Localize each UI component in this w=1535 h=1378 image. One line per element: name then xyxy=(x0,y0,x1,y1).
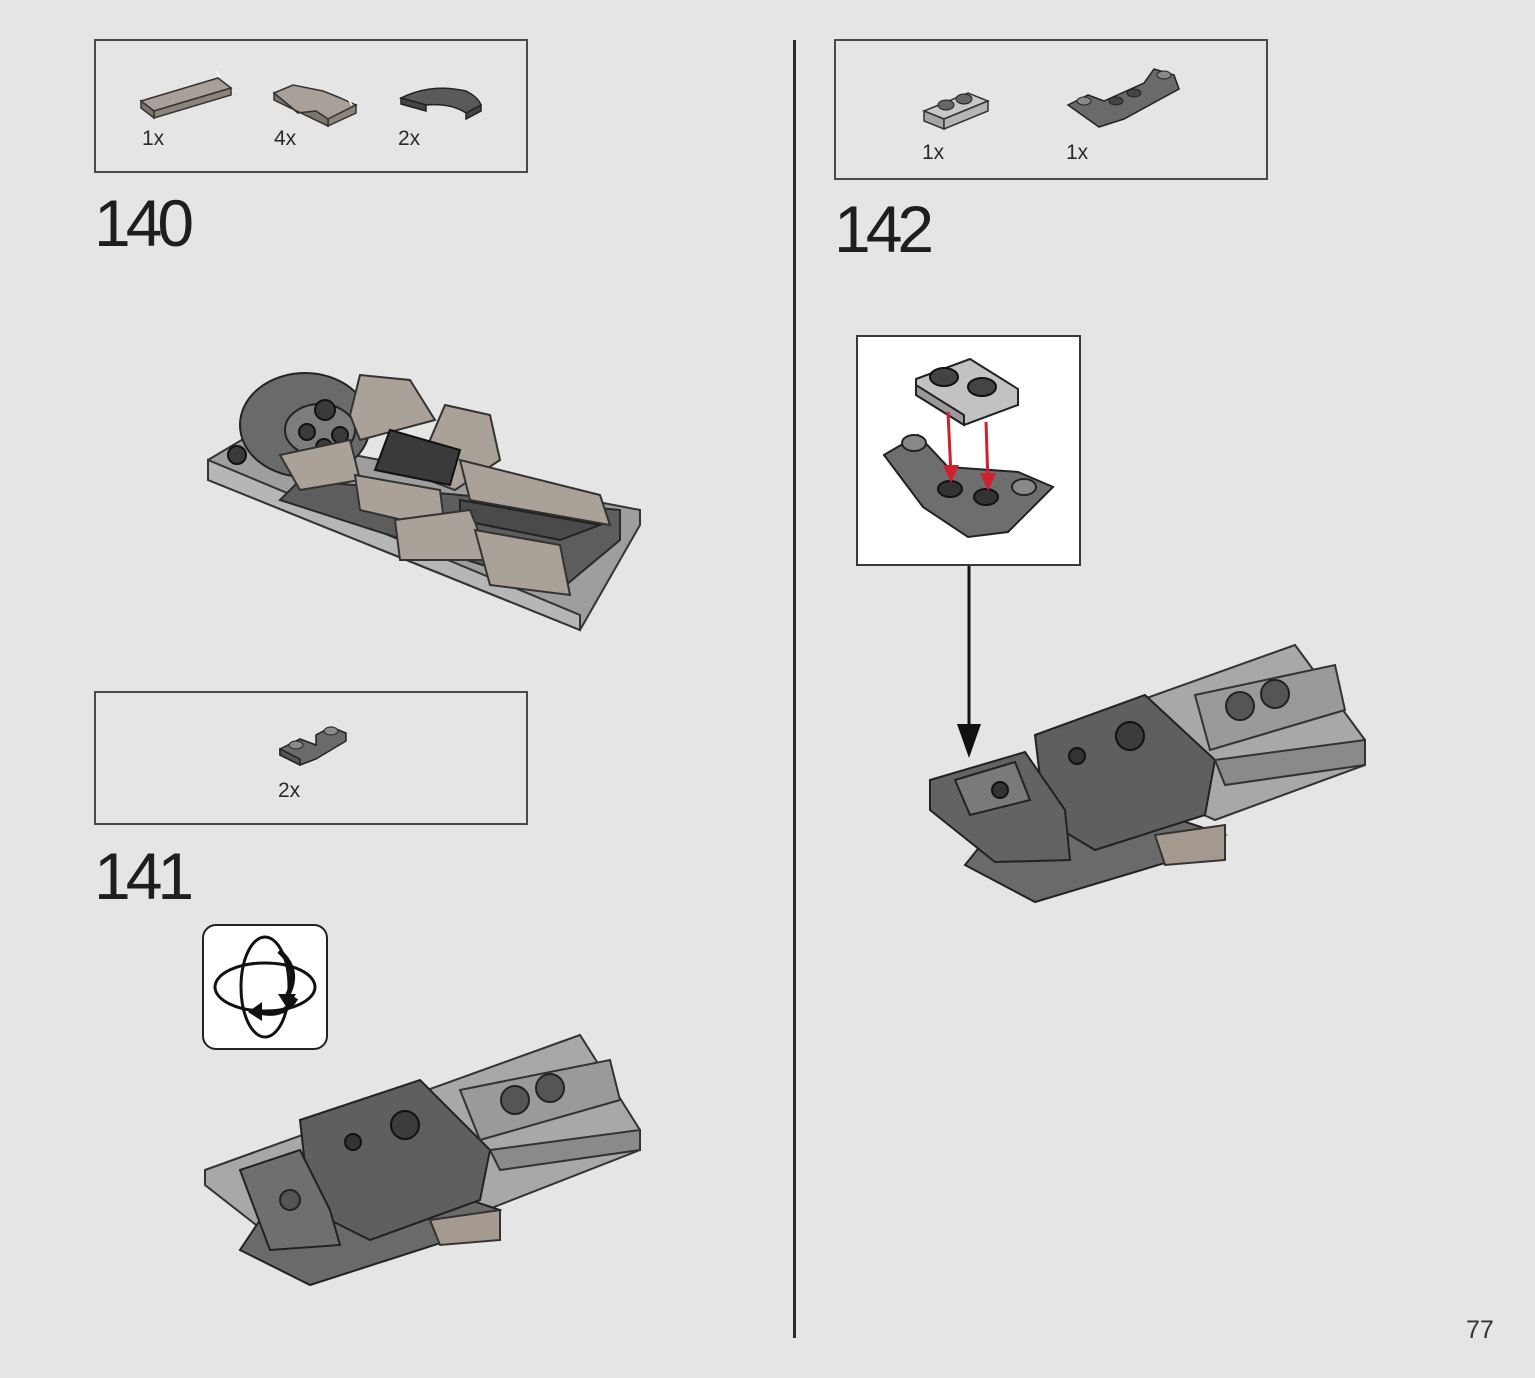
step-142-model-illustration xyxy=(929,643,1366,904)
parts-list-step-141: 2x xyxy=(94,691,528,825)
quantity-label: 4x xyxy=(274,127,297,150)
curved-tile-dark-gray-icon xyxy=(398,87,482,121)
plate-1x2-light-gray-icon xyxy=(922,92,990,131)
step-141-model-illustration xyxy=(204,1033,641,1287)
parts-list-step-142: 1x 1x xyxy=(834,39,1268,180)
quantity-label: 1x xyxy=(142,127,165,150)
quantity-label: 1x xyxy=(1066,141,1089,164)
subassembly-callout xyxy=(856,335,1081,566)
quantity-label: 2x xyxy=(398,127,421,150)
step-140-model-illustration xyxy=(207,372,641,632)
step-number: 141 xyxy=(94,839,194,913)
inverted-bracket-dark-gray-icon xyxy=(279,726,347,767)
page-number: 77 xyxy=(1466,1316,1494,1344)
parts-list-step-140: 1x 4x 2x xyxy=(94,39,528,173)
tile-1x4-wood-icon xyxy=(139,70,233,120)
column-divider xyxy=(793,40,796,1338)
corner-tile-wood-icon xyxy=(272,84,358,128)
quantity-label: 1x xyxy=(922,141,945,164)
quantity-label: 2x xyxy=(278,779,301,802)
placement-arrow xyxy=(957,566,981,758)
step-number: 140 xyxy=(94,186,194,260)
rotate-model-icon xyxy=(202,924,328,1050)
inverted-slope-dark-gray-icon xyxy=(1066,68,1180,128)
step-number: 142 xyxy=(834,192,934,266)
